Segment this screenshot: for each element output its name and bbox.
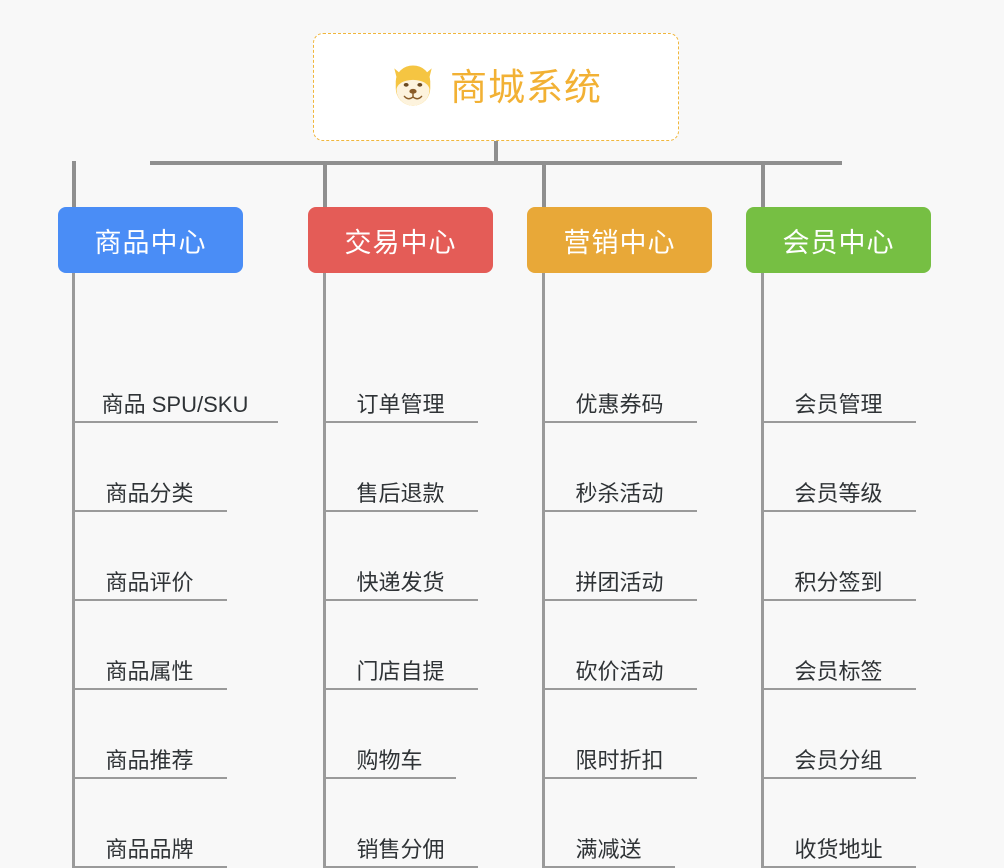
leaf-item[interactable]: 商品品牌	[72, 796, 227, 868]
leaf-item[interactable]: 砍价活动	[542, 618, 697, 690]
connector-drop-member-center	[761, 161, 765, 207]
leaf-item-label: 商品品牌	[105, 836, 194, 862]
leaf-item-label: 会员管理	[794, 391, 883, 417]
leaf-item[interactable]: 会员等级	[761, 440, 916, 512]
leaf-item-label: 收货地址	[794, 836, 883, 862]
leaf-item-label: 售后退款	[356, 480, 445, 506]
root-node[interactable]: 商城系统	[313, 33, 679, 141]
leaf-item-label: 满减送	[575, 836, 642, 862]
leaf-item-label: 商品推荐	[105, 747, 194, 773]
category-box-member-center[interactable]: 会员中心	[746, 207, 931, 273]
leaf-item[interactable]: 售后退款	[323, 440, 478, 512]
leaf-item[interactable]: 门店自提	[323, 618, 478, 690]
leaf-item[interactable]: 商品 SPU/SKU	[72, 351, 278, 423]
branch-trunk-product-center	[72, 273, 75, 868]
leaf-item[interactable]: 商品推荐	[72, 707, 227, 779]
leaf-item[interactable]: 商品分类	[72, 440, 227, 512]
category-box-trade-center[interactable]: 交易中心	[308, 207, 493, 273]
category-box-marketing-center[interactable]: 营销中心	[527, 207, 712, 273]
leaf-item-label: 会员标签	[794, 658, 883, 684]
connector-horizontal-bus	[150, 161, 842, 165]
leaf-item-label: 会员分组	[794, 747, 883, 773]
leaf-item[interactable]: 拼团活动	[542, 529, 697, 601]
leaf-item-label: 拼团活动	[575, 569, 664, 595]
leaf-item[interactable]: 快递发货	[323, 529, 478, 601]
branch-trunk-marketing-center	[542, 273, 545, 868]
connector-root-stem	[494, 141, 498, 164]
leaf-item-label: 销售分佣	[356, 836, 445, 862]
shiba-dog-icon	[394, 65, 432, 106]
leaf-item-label: 限时折扣	[575, 747, 664, 773]
leaf-item[interactable]: 销售分佣	[323, 796, 478, 868]
leaf-item-label: 砍价活动	[575, 658, 664, 684]
leaf-item[interactable]: 订单管理	[323, 351, 478, 423]
category-label: 交易中心	[344, 227, 457, 258]
leaf-item-label: 商品评价	[105, 569, 194, 595]
leaf-item[interactable]: 积分签到	[761, 529, 916, 601]
leaf-item[interactable]: 秒杀活动	[542, 440, 697, 512]
leaf-item-label: 会员等级	[794, 480, 883, 506]
branch-trunk-trade-center	[323, 273, 326, 868]
leaf-item-label: 订单管理	[356, 391, 445, 417]
connector-drop-marketing-center	[542, 161, 546, 207]
leaf-item-label: 积分签到	[794, 569, 883, 595]
root-title: 商城系统	[450, 66, 602, 108]
leaf-item[interactable]: 购物车	[323, 707, 456, 779]
leaf-item[interactable]: 商品属性	[72, 618, 227, 690]
leaf-item[interactable]: 收货地址	[761, 796, 916, 868]
leaf-item-label: 购物车	[356, 747, 423, 773]
category-box-product-center[interactable]: 商品中心	[58, 207, 243, 273]
branch-trunk-member-center	[761, 273, 764, 868]
mindmap-canvas: 商城系统 商品中心商品 SPU/SKU 商品分类商品评价商品属性商品推荐商品品牌 交…	[58, 33, 931, 868]
leaf-item[interactable]: 限时折扣	[542, 707, 697, 779]
leaf-item[interactable]: 会员分组	[761, 707, 916, 779]
leaf-item-label: 商品分类	[105, 480, 194, 506]
leaf-item[interactable]: 优惠券码	[542, 351, 697, 423]
leaf-item[interactable]: 会员管理	[761, 351, 916, 423]
connector-drop-trade-center	[323, 161, 327, 207]
leaf-item-label: 门店自提	[356, 658, 445, 684]
category-label: 营销中心	[563, 227, 676, 258]
leaf-item-label: 优惠券码	[575, 391, 664, 417]
connector-drop-product-center	[72, 161, 76, 207]
category-label: 会员中心	[782, 227, 895, 258]
leaf-item[interactable]: 满减送	[542, 796, 675, 868]
leaf-item-label: 秒杀活动	[575, 480, 664, 506]
leaf-item-label: 快递发货	[356, 569, 445, 595]
leaf-item-label: 商品属性	[105, 658, 194, 684]
leaf-item[interactable]: 商品评价	[72, 529, 227, 601]
category-label: 商品中心	[94, 227, 207, 258]
leaf-item-label: 商品 SPU/SKU	[101, 391, 249, 417]
leaf-item[interactable]: 会员标签	[761, 618, 916, 690]
